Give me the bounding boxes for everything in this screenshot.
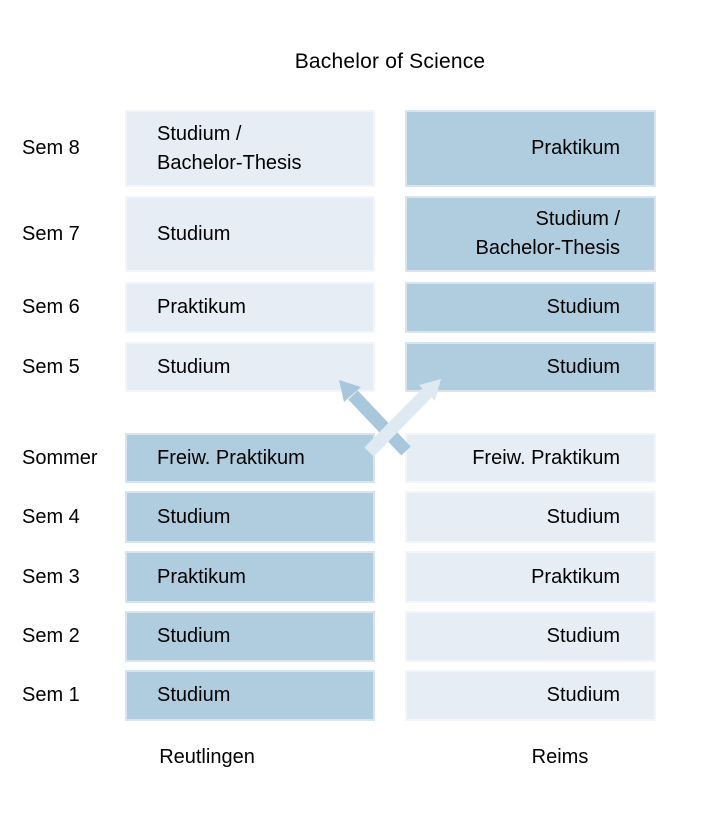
semester-label: Sem 1: [22, 684, 80, 706]
box-reutlingen-sem-8: Studium / Bachelor-Thesis: [125, 110, 375, 187]
box-reims-sem-7: Studium / Bachelor-Thesis: [405, 196, 656, 272]
box-reims-sem-8: Praktikum: [405, 110, 656, 187]
semester-label: Sem 6: [22, 296, 80, 318]
box-reims-sem-6: Studium: [405, 282, 656, 333]
box-reims-sem-3: Praktikum: [405, 551, 656, 603]
box-reims-sommer: Freiw. Praktikum: [405, 433, 656, 483]
box-reutlingen-sem-4: Studium: [125, 491, 375, 543]
row-sem-3: Sem 3 Praktikum Praktikum: [0, 551, 709, 603]
row-sommer: Sommer Freiw. Praktikum Freiw. Praktikum: [0, 433, 709, 483]
box-reutlingen-sem-2: Studium: [125, 611, 375, 662]
row-sem-7: Sem 7 Studium Studium / Bachelor-Thesis: [0, 196, 709, 272]
box-reutlingen-sem-6: Praktikum: [125, 282, 375, 333]
semester-label: Sem 5: [22, 355, 80, 378]
box-reutlingen-sem-5: Studium: [125, 342, 375, 392]
box-reutlingen-sem-7: Studium: [125, 196, 375, 272]
box-reutlingen-sommer: Freiw. Praktikum: [125, 433, 375, 483]
box-reims-sem-5: Studium: [405, 342, 656, 392]
row-sem-2: Sem 2 Studium Studium: [0, 611, 709, 662]
reims-location-label: Reims: [531, 746, 589, 768]
row-sem-1: Sem 1 Studium Studium: [0, 670, 709, 721]
box-reims-sem-4: Studium: [405, 491, 656, 543]
row-sem-5: Sem 5 Studium Studium: [0, 342, 709, 392]
box-reutlingen-sem-3: Praktikum: [125, 551, 375, 603]
box-reutlingen-sem-1: Studium: [125, 670, 375, 721]
box-reims-sem-1: Studium: [405, 670, 656, 721]
semester-label: Sem 7: [22, 222, 80, 245]
reutlingen-location-label: Reutlingen: [159, 746, 255, 768]
row-sem-4: Sem 4 Studium Studium: [0, 491, 709, 543]
semester-label: Sem 8: [22, 137, 80, 159]
semester-label: Sommer: [22, 446, 98, 469]
row-sem-8: Sem 8 Studium / Bachelor-Thesis Praktiku…: [0, 110, 709, 187]
row-sem-6: Sem 6 Praktikum Studium: [0, 282, 709, 333]
semester-label: Sem 4: [22, 505, 80, 528]
semester-label: Sem 2: [22, 625, 80, 647]
box-reims-sem-2: Studium: [405, 611, 656, 662]
semester-label: Sem 3: [22, 565, 80, 588]
diagram-title: Bachelor of Science: [294, 50, 486, 73]
